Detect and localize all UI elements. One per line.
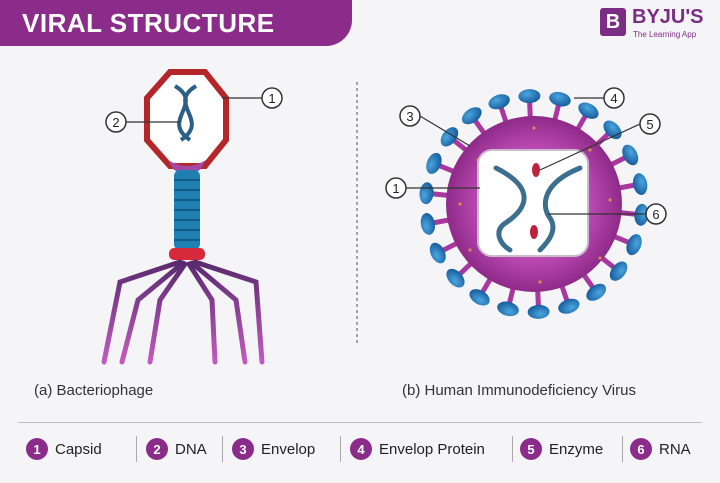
phage-callout-2 — [105, 111, 127, 133]
envelope-protein-knob — [488, 94, 510, 110]
legend-label: Envelop — [261, 440, 316, 458]
envelope-protein-knob — [609, 261, 628, 281]
hiv-callout-5 — [639, 113, 661, 135]
hiv-virion: 3 4 5 1 6 — [385, 87, 667, 319]
title-banner: VIRAL STRUCTURE — [0, 0, 352, 46]
envelope-protein-knob — [420, 213, 436, 235]
legend-item-envelop-protein: 4 Envelop Protein — [350, 438, 485, 460]
legend-number: 2 — [146, 438, 168, 460]
legend-separator — [340, 436, 341, 462]
callout-number: 3 — [406, 109, 413, 124]
legend-number: 3 — [232, 438, 254, 460]
callout-number: 4 — [610, 91, 617, 106]
legend-label: Enzyme — [549, 440, 604, 458]
envelope-protein-knob — [549, 91, 571, 107]
callout-number: 5 — [646, 117, 653, 132]
legend-number: 1 — [26, 438, 48, 460]
envelope-protein-knob — [426, 152, 442, 174]
legend-separator — [512, 436, 513, 462]
legend-separator — [622, 436, 623, 462]
envelope-protein-knob — [626, 234, 642, 256]
callout-number: 1 — [392, 181, 399, 196]
page-title: VIRAL STRUCTURE — [22, 8, 275, 38]
envelope-protein-knob — [634, 203, 649, 226]
envelope-protein-knob — [622, 144, 639, 166]
viral-structure-diagram: 1 2 3 4 5 — [101, 69, 667, 365]
callout-number: 6 — [652, 207, 659, 222]
hiv-callout-6 — [645, 203, 667, 225]
envelope-protein-knob — [461, 107, 482, 125]
legend-label: Capsid — [55, 440, 102, 458]
envelope-protein-knob — [429, 242, 446, 264]
legend-item-rna: 6 RNA — [630, 438, 691, 460]
callout-number: 1 — [268, 91, 275, 106]
hiv-callout-1 — [385, 177, 407, 199]
phage-callout-1 — [261, 87, 283, 109]
brand-tagline: The Learning App — [633, 30, 697, 39]
legend-item-capsid: 1 Capsid — [26, 438, 102, 460]
legend-separator — [222, 436, 223, 462]
legend-number: 4 — [350, 438, 372, 460]
caption-hiv: (b) Human Immunodeficiency Virus — [402, 382, 636, 399]
envelope-protein-knob — [469, 289, 490, 306]
bacteriophage: 1 2 — [101, 69, 283, 365]
legend-number: 6 — [630, 438, 652, 460]
hiv-rna — [493, 165, 583, 253]
legend-item-envelop: 3 Envelop — [232, 438, 315, 460]
phage-collar — [168, 160, 206, 173]
envelope-protein-knob — [558, 298, 580, 314]
envelope-protein-knob — [518, 89, 541, 104]
hiv-callout-3 — [399, 105, 421, 127]
legend-item-dna: 2 DNA — [146, 438, 207, 460]
brand-mark: B — [600, 8, 626, 36]
phage-dna — [173, 84, 198, 142]
envelope-protein-knob — [419, 182, 434, 205]
legend-number: 5 — [520, 438, 542, 460]
envelope-protein-knob — [446, 268, 465, 288]
legend-separator — [136, 436, 137, 462]
phage-base-plate — [169, 248, 205, 260]
caption-bacteriophage: (a) Bacteriophage — [34, 382, 154, 399]
hiv-callout-4 — [603, 87, 625, 109]
callout-number: 2 — [112, 115, 119, 130]
brand-logo: B BYJU'S The Learning App — [600, 6, 712, 46]
hiv-enzyme — [532, 163, 540, 177]
legend-item-enzyme: 5 Enzyme — [520, 438, 603, 460]
legend-divider — [18, 422, 702, 423]
envelope-protein-knob — [497, 301, 519, 317]
legend-label: DNA — [175, 440, 207, 458]
hiv-enzyme — [530, 225, 538, 239]
legend-label: RNA — [659, 440, 691, 458]
legend-label: Envelop Protein — [379, 440, 485, 458]
envelope-protein-knob — [632, 173, 648, 195]
envelope-protein-knob — [586, 283, 607, 301]
envelope-protein-knob — [578, 102, 599, 119]
brand-name: BYJU'S — [632, 6, 704, 28]
phage-tail-fibers — [101, 259, 265, 365]
envelope-protein-knob — [440, 127, 459, 147]
envelope-protein-knob — [527, 304, 550, 319]
phage-capsid — [144, 69, 229, 169]
legend: 1 Capsid 2 DNA 3 Envelop 4 Envelop Prote… — [0, 422, 720, 483]
